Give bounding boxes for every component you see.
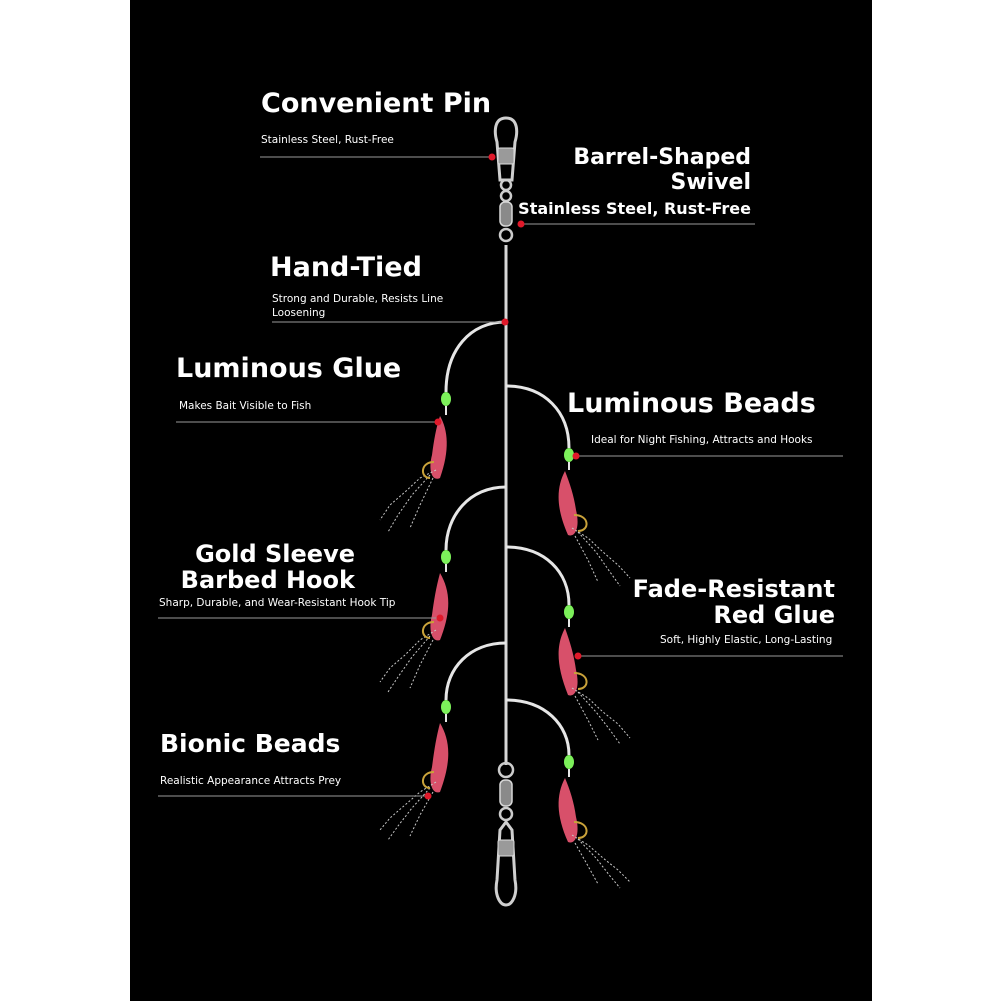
marker-fade-resistant [574,652,582,660]
marker-hand-tied [501,318,509,326]
gold-sleeve-title-line1: Gold Sleeve [195,540,355,568]
dropper-left-1 [379,320,507,533]
bottom-barrel-swivel [497,761,515,822]
luminous-glue-title: Luminous Glue [176,353,402,384]
marker-luminous-glue [434,418,442,426]
dropper-left-2 [379,485,507,693]
marker-gold-sleeve [436,614,444,622]
hand-tied-desc-line1: Strong and Durable, Resists Line [272,293,444,305]
marker-pin [488,153,496,161]
fade-resistant-title-line2: Red Glue [713,601,835,629]
luminous-beads-desc: Ideal for Night Fishing, Attracts and Ho… [591,434,813,446]
fade-resistant-desc: Soft, Highly Elastic, Long-Lasting [660,634,833,646]
bionic-beads-title: Bionic Beads [160,729,341,758]
swivel-title-line2: Swivel [670,170,751,195]
luminous-beads-title: Luminous Beads [567,388,816,419]
marker-swivel [517,220,525,228]
fade-resistant-title-line1: Fade-Resistant [632,575,835,603]
dropper-right-3 [505,698,631,889]
gold-sleeve-desc: Sharp, Durable, and Wear-Resistant Hook … [159,597,396,609]
dropper-right-2 [505,545,631,745]
bottom-snap-pin [494,819,518,907]
marker-luminous-beads [572,452,580,460]
swivel-title: Barrel-Shaped Swivel [573,145,751,195]
markers [424,153,582,800]
top-barrel-swivel [498,189,514,243]
gold-sleeve-title: Gold Sleeve Barbed Hook [181,541,355,593]
marker-bionic-beads [424,792,432,800]
luminous-glue-desc: Makes Bait Visible to Fish [179,400,312,412]
dropper-right-1 [505,384,631,587]
gold-sleeve-title-line2: Barbed Hook [180,566,355,594]
leader-lines [158,156,843,797]
pin-desc: Stainless Steel, Rust-Free [261,134,394,146]
hand-tied-desc-line2: Loosening [272,307,326,319]
top-snap-pin [493,116,519,192]
fade-resistant-title: Fade-Resistant Red Glue [633,576,835,628]
pin-title: Convenient Pin [261,88,492,119]
swivel-desc: Stainless Steel, Rust-Free [518,199,751,218]
dropper-left-3 [379,641,507,841]
swivel-title-line1: Barrel-Shaped [573,145,751,170]
hand-tied-desc: Strong and Durable, Resists Line Looseni… [272,292,443,320]
hand-tied-title: Hand-Tied [270,252,422,283]
bionic-beads-desc: Realistic Appearance Attracts Prey [160,775,342,787]
